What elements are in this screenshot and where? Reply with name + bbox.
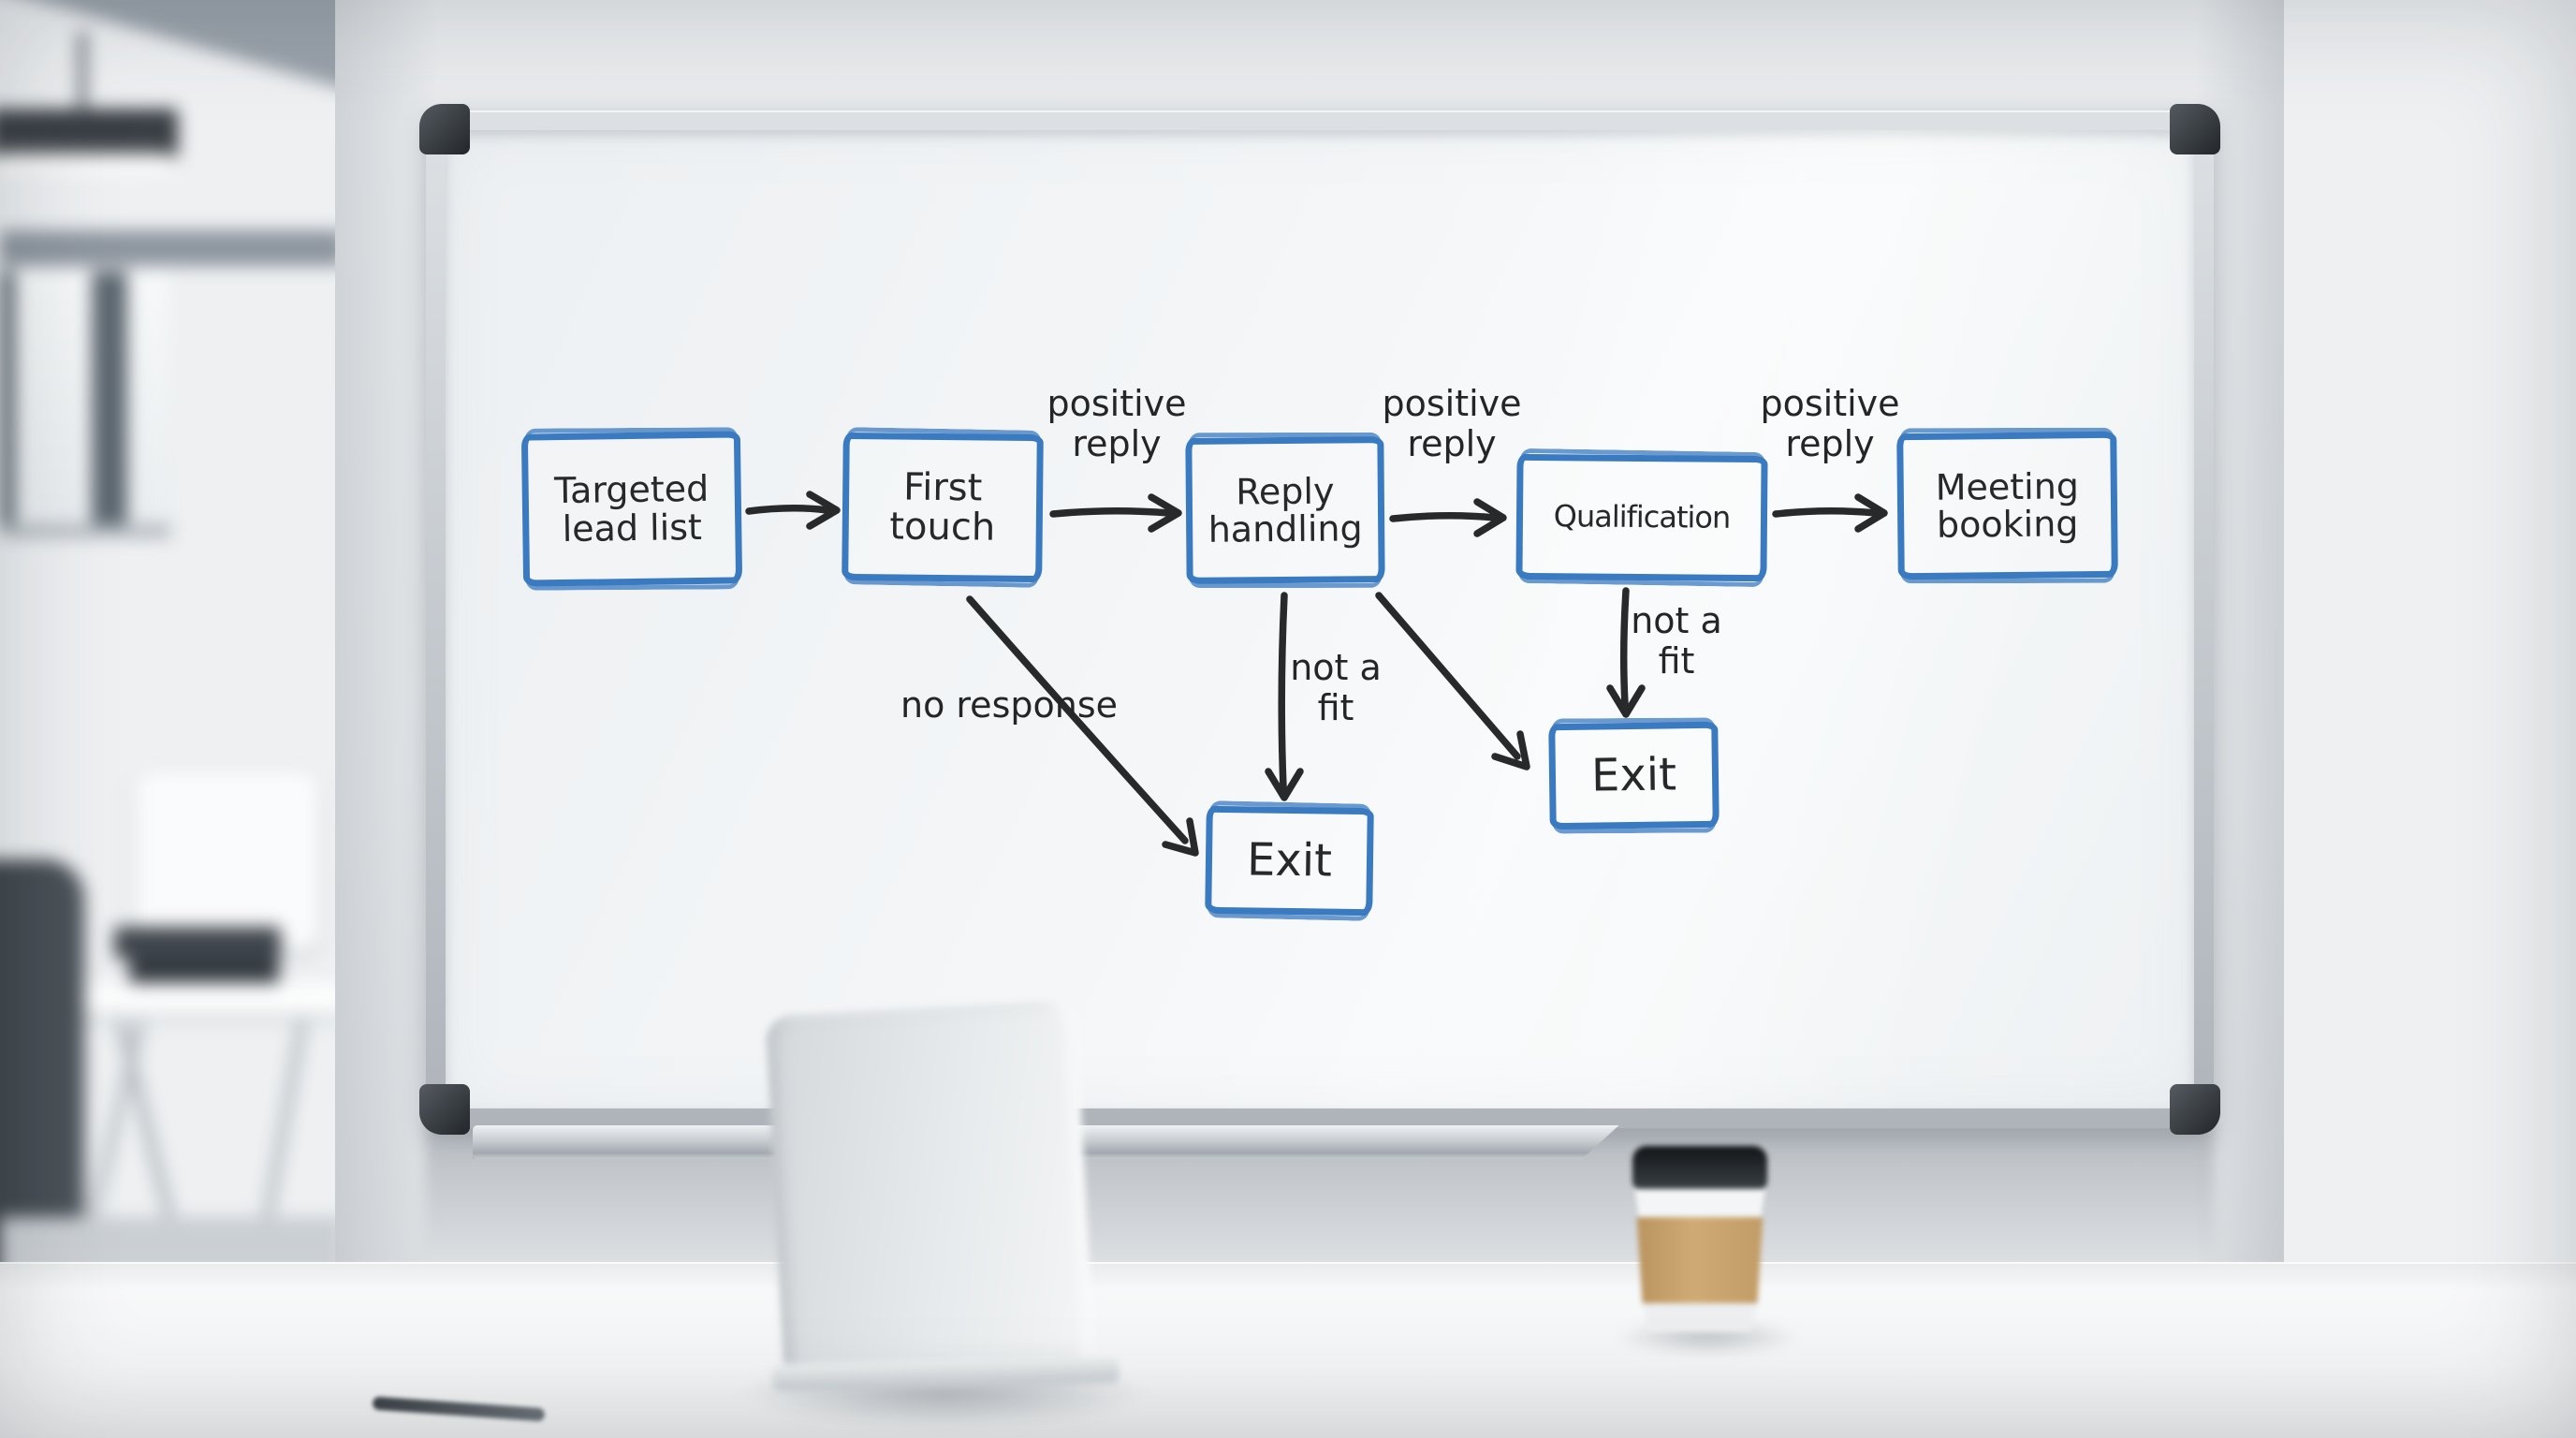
whiteboard-corner-cap xyxy=(419,1084,470,1135)
coffee-cup-lid xyxy=(1632,1146,1767,1189)
edge-label-no-response: no response xyxy=(900,684,1118,726)
chair-back xyxy=(136,772,318,948)
ceiling-beam-icon xyxy=(0,0,344,115)
ceiling-beam-icon xyxy=(0,230,344,266)
flow-node-label: First touch xyxy=(889,465,996,550)
flow-node-exit-after-qualification: Exit xyxy=(1548,721,1720,830)
table-leg xyxy=(260,1019,307,1234)
edge-label-not-a-fit: not a fit xyxy=(1290,647,1382,728)
desk xyxy=(0,1262,2576,1438)
flow-node-exit-after-first-touch: Exit xyxy=(1205,805,1374,917)
flow-node-label: Meeting booking xyxy=(1935,464,2080,546)
flow-node-label: Reply handling xyxy=(1208,470,1363,550)
flow-node-targeted-lead-list: Targeted lead list xyxy=(520,431,743,587)
office-background-left-content xyxy=(0,0,344,1438)
window-mullion xyxy=(0,271,15,534)
office-table-edge xyxy=(26,1013,344,1022)
whiteboard-corner-cap xyxy=(2170,1084,2220,1135)
coffee-cup xyxy=(1631,1146,1769,1333)
flow-node-label: Targeted lead list xyxy=(553,468,710,550)
whiteboard-corner-cap xyxy=(419,104,470,154)
laptop xyxy=(765,999,1120,1409)
laptop-lid xyxy=(765,999,1094,1373)
coffee-cup-bottom xyxy=(1643,1303,1757,1331)
flow-node-label: Qualification xyxy=(1553,498,1731,536)
pendant-light-glow xyxy=(0,155,172,167)
edge-label-positive-reply: positive reply xyxy=(1760,383,1900,464)
whiteboard xyxy=(419,104,2220,1135)
window xyxy=(0,271,170,534)
flow-node-label: Exit xyxy=(1590,748,1677,802)
office-background-right xyxy=(2276,0,2576,1438)
pendant-light-rod-icon xyxy=(79,32,86,112)
window-sill xyxy=(0,524,170,537)
edge-label-positive-reply: positive reply xyxy=(1382,383,1522,464)
laptop-stack xyxy=(114,927,281,959)
whiteboard-corner-cap xyxy=(2170,104,2220,154)
edge-label-positive-reply: positive reply xyxy=(1046,383,1187,464)
flow-node-meeting-booking: Meeting booking xyxy=(1896,431,2118,580)
flow-node-qualification: Qualification xyxy=(1515,453,1768,582)
table-leg xyxy=(84,1020,146,1232)
edge-label-not-a-fit: not a fit xyxy=(1631,600,1722,682)
flow-node-first-touch: First touch xyxy=(842,432,1044,583)
window-mullion xyxy=(92,271,127,534)
coffee-cup-sleeve xyxy=(1636,1217,1764,1303)
coffee-cup-rim xyxy=(1634,1189,1765,1217)
office-background-right-content xyxy=(2276,0,2576,1438)
pendant-light-icon xyxy=(0,109,178,159)
whiteboard-surface xyxy=(446,130,2194,1108)
table-leg xyxy=(116,1020,178,1232)
flow-node-label: Exit xyxy=(1246,833,1333,888)
office-background-left xyxy=(0,0,344,1438)
